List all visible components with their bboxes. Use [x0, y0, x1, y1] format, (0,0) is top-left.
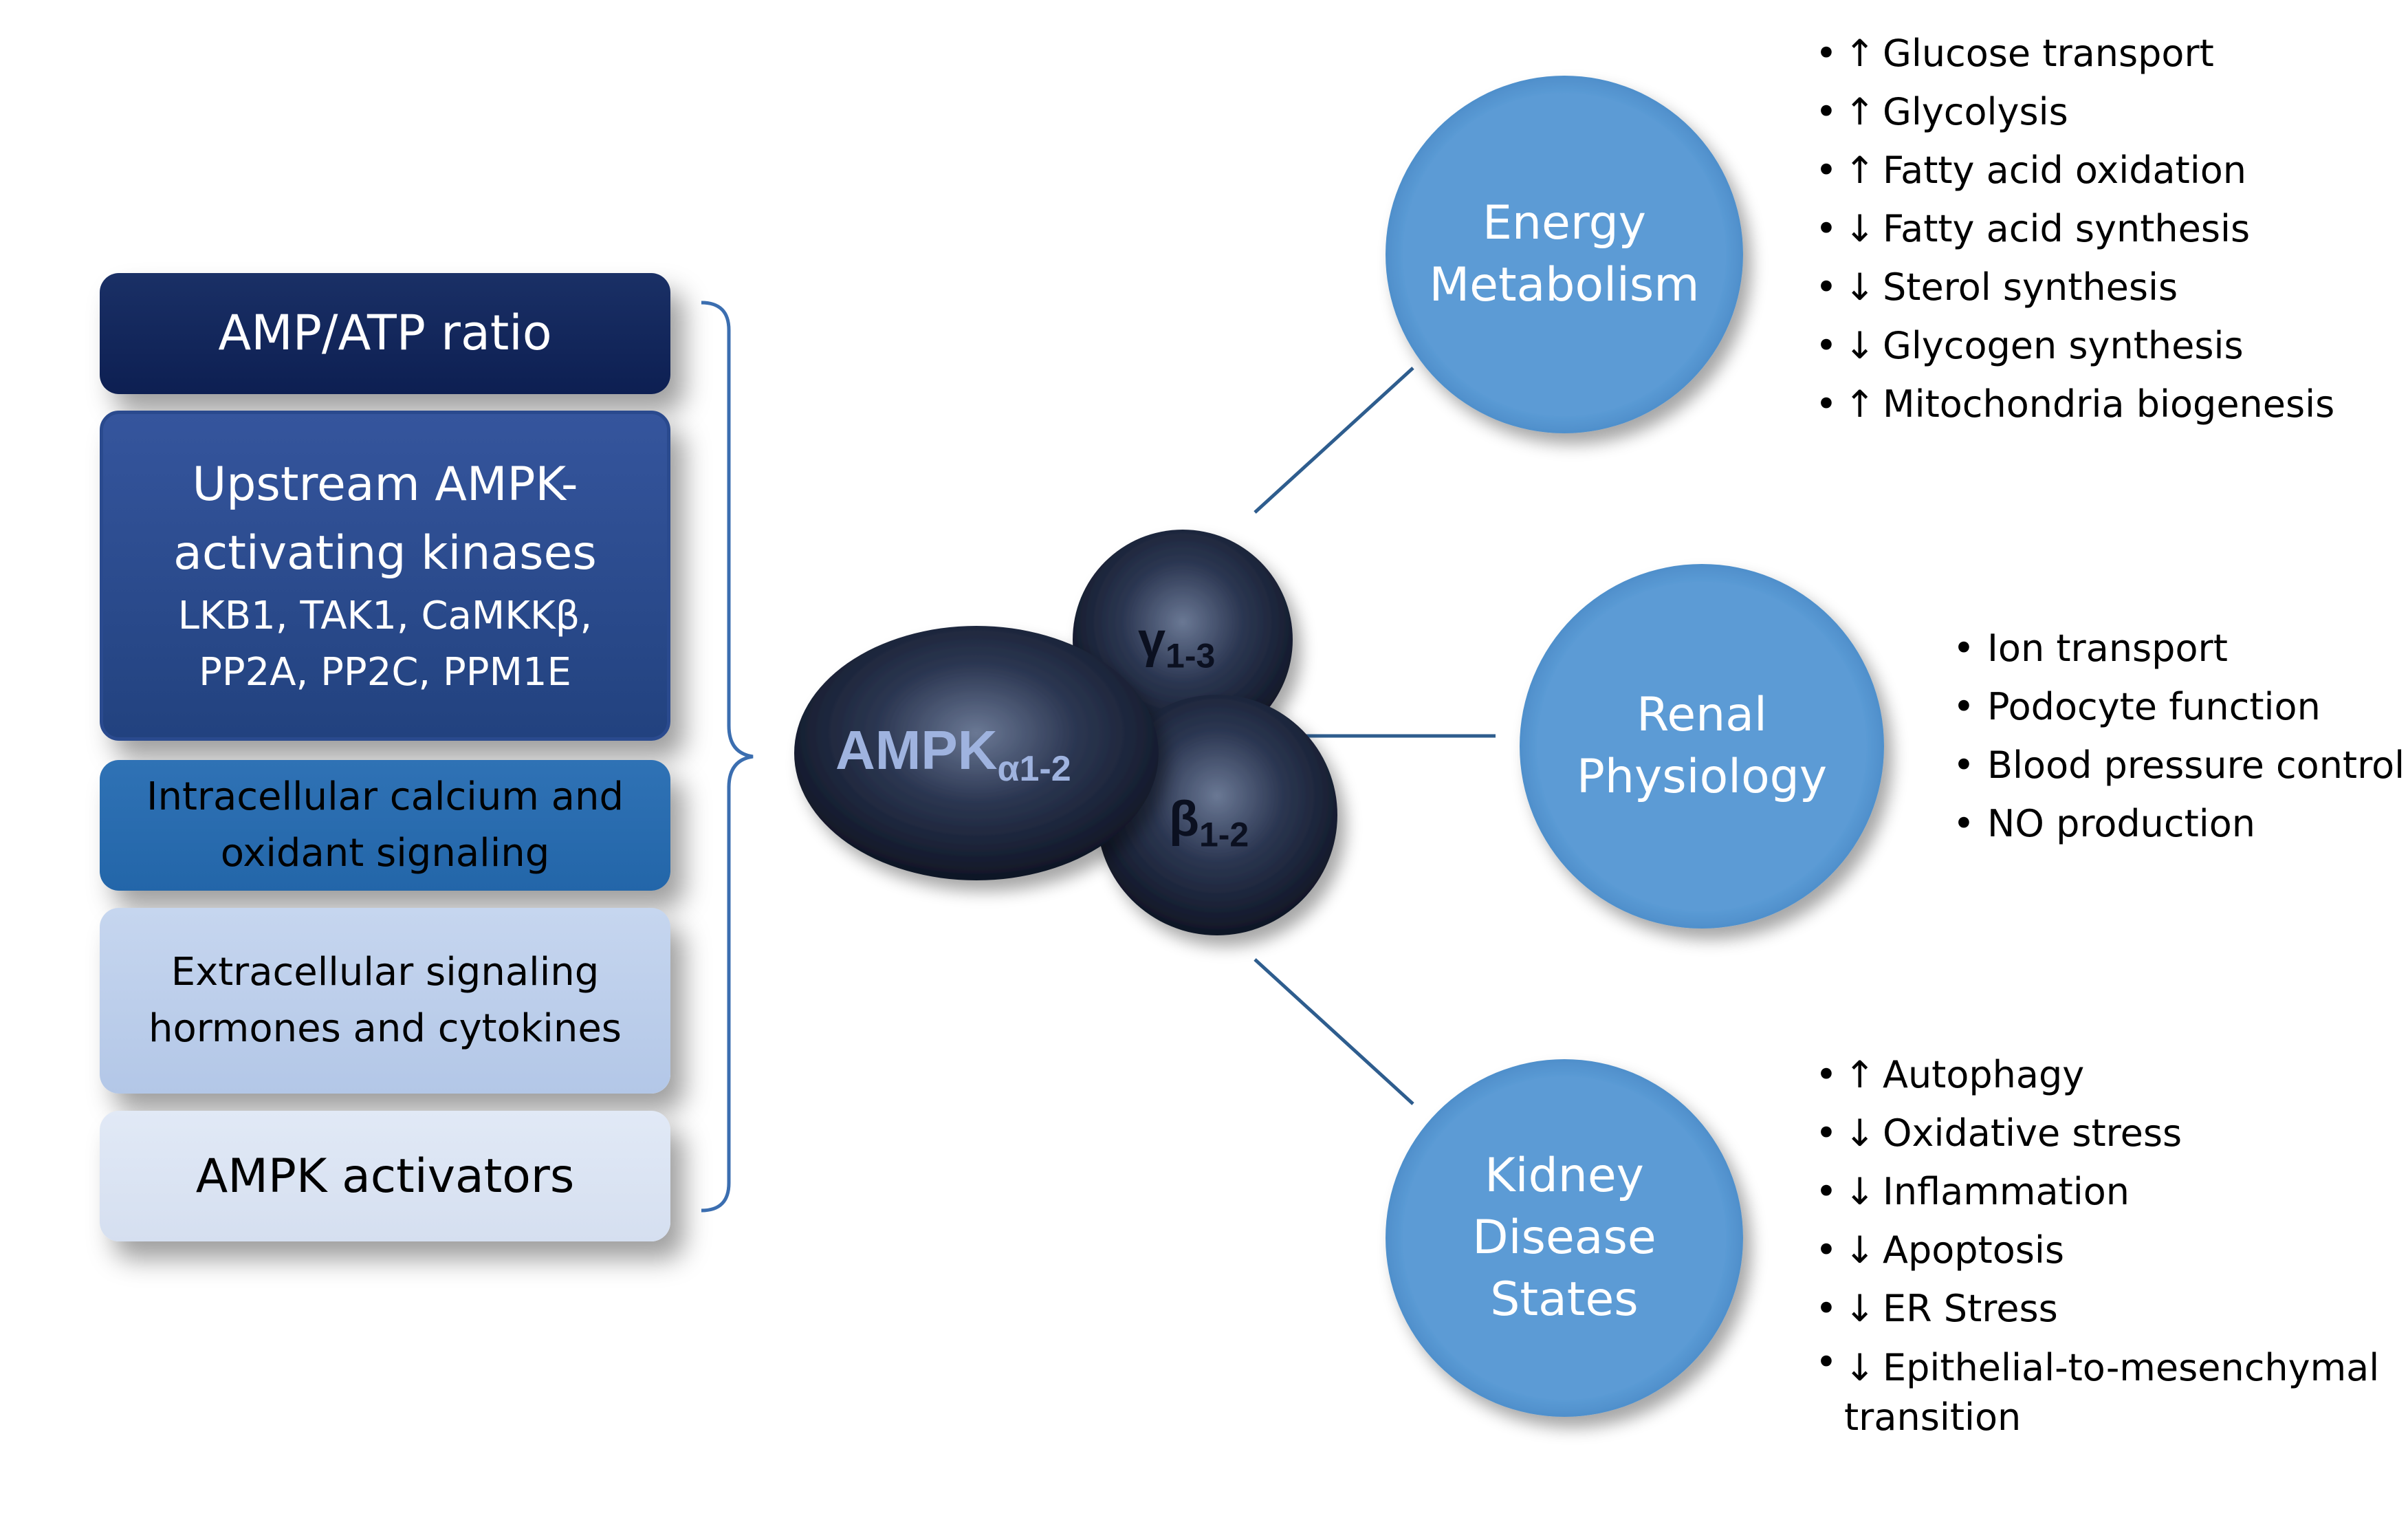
energy-effects-list: •↑Glucose transport •↑Glycolysis •↑Fatty… [1815, 24, 2334, 433]
energy-label-line2: Metabolism [1429, 258, 1700, 312]
list-item: •↓Glycogen synthesis [1815, 316, 2334, 375]
energy-metabolism-label: Energy Metabolism [1386, 76, 1743, 433]
list-item: •NO production [1953, 802, 2256, 845]
upstream-kinases-list-line1: LKB1, TAK1, CaMKKβ, [177, 594, 593, 638]
calcium-oxidant-line1: Intracellular calcium and [146, 774, 624, 819]
list-item: •↓Apoptosis [1815, 1221, 2379, 1279]
calcium-oxidant-line2: oxidant signaling [220, 831, 550, 876]
connector-kidney [1254, 958, 1414, 1105]
arrow-icon: ↓ [1844, 1170, 1876, 1213]
amp-atp-ratio-box: AMP/ATP ratio [100, 273, 670, 394]
arrow-icon: ↓ [1844, 1287, 1876, 1330]
extracellular-signaling-line1: Extracellular signaling [171, 950, 600, 995]
list-item-continuation: transition [1844, 1396, 2022, 1439]
list-item: •↑Autophagy [1815, 1045, 2379, 1104]
energy-metabolism-circle [1386, 76, 1743, 433]
arrow-icon: ↑ [1844, 149, 1876, 192]
amp-atp-ratio-label: AMP/ATP ratio [218, 305, 552, 362]
upstream-kinases-box: Upstream AMPK- activating kinases LKB1, … [100, 411, 670, 741]
kidney-label-line1: Kidney [1485, 1149, 1644, 1203]
renal-physiology-circle [1520, 564, 1884, 929]
renal-label-line2: Physiology [1576, 750, 1828, 804]
list-item: •↑Glucose transport [1815, 24, 2334, 83]
list-item: •Blood pressure control [1953, 743, 2405, 787]
connector-energy [1254, 367, 1414, 514]
kidney-disease-label: Kidney Disease States [1386, 1059, 1743, 1417]
arrow-icon: ↓ [1844, 1346, 1876, 1389]
energy-label-line1: Energy [1482, 196, 1647, 250]
arrow-icon: ↓ [1844, 1228, 1876, 1272]
beta-sub: 1-2 [1198, 815, 1249, 854]
renal-effects-list: •Ion transport •Podocyte function •Blood… [1953, 619, 2405, 853]
beta-subunit-label: β1-2 [1169, 791, 1249, 854]
ampk-activators-box: AMPK activators [100, 1111, 670, 1241]
arrow-icon: ↑ [1844, 1053, 1876, 1096]
extracellular-signaling-box: Extracellular signaling hormones and cyt… [100, 908, 670, 1094]
alpha-base: AMPK [835, 719, 998, 781]
upstream-kinases-list-line2: PP2A, PP2C, PPM1E [199, 650, 571, 695]
list-item: •Podocyte function [1953, 685, 2321, 728]
list-item: •↓Inflammation [1815, 1162, 2379, 1221]
renal-label-line1: Renal [1637, 688, 1767, 742]
list-item: •↑Mitochondria biogenesis [1815, 375, 2334, 433]
ampk-activators-label: AMPK activators [195, 1149, 575, 1204]
upstream-kinases-title-line2: activating kinases [173, 526, 597, 580]
renal-physiology-label: Renal Physiology [1520, 564, 1884, 929]
list-item: •↑Fatty acid oxidation [1815, 141, 2334, 199]
arrow-icon: ↓ [1844, 324, 1876, 367]
kidney-label-line2: Disease [1472, 1210, 1656, 1265]
upstream-kinases-title-line1: Upstream AMPK- [192, 457, 578, 512]
arrow-icon: ↓ [1844, 207, 1876, 250]
arrow-icon: ↓ [1844, 265, 1876, 309]
extracellular-signaling-line2: hormones and cytokines [149, 1006, 622, 1051]
arrow-icon: ↑ [1844, 32, 1876, 75]
arrow-icon: ↓ [1844, 1111, 1876, 1155]
right-bracket [701, 301, 754, 1213]
list-item: •↓Sterol synthesis [1815, 258, 2334, 316]
arrow-icon: ↑ [1844, 382, 1876, 426]
gamma-sub: 1-3 [1165, 636, 1216, 675]
kidney-label-line3: States [1490, 1272, 1639, 1327]
calcium-oxidant-box: Intracellular calcium and oxidant signal… [100, 760, 670, 891]
list-item: •↓Oxidative stress [1815, 1104, 2379, 1162]
beta-base: β [1169, 792, 1199, 847]
alpha-subunit-label: AMPKα1-2 [835, 719, 1071, 790]
list-item: •↓ER Stress [1815, 1279, 2379, 1338]
kidney-disease-circle [1386, 1059, 1743, 1417]
alpha-sub: α1-2 [997, 749, 1071, 789]
list-item: •Ion transport [1953, 627, 2228, 670]
kidney-effects-list: •↑Autophagy •↓Oxidative stress •↓Inflamm… [1815, 1045, 2379, 1442]
gamma-subunit-label: γ1-3 [1138, 612, 1215, 675]
gamma-base: γ [1138, 613, 1166, 668]
alpha-subunit-ellipsoid [794, 626, 1159, 880]
arrow-icon: ↑ [1844, 90, 1876, 133]
list-item: •↓Fatty acid synthesis [1815, 199, 2334, 258]
list-item: •↑Glycolysis [1815, 83, 2334, 141]
